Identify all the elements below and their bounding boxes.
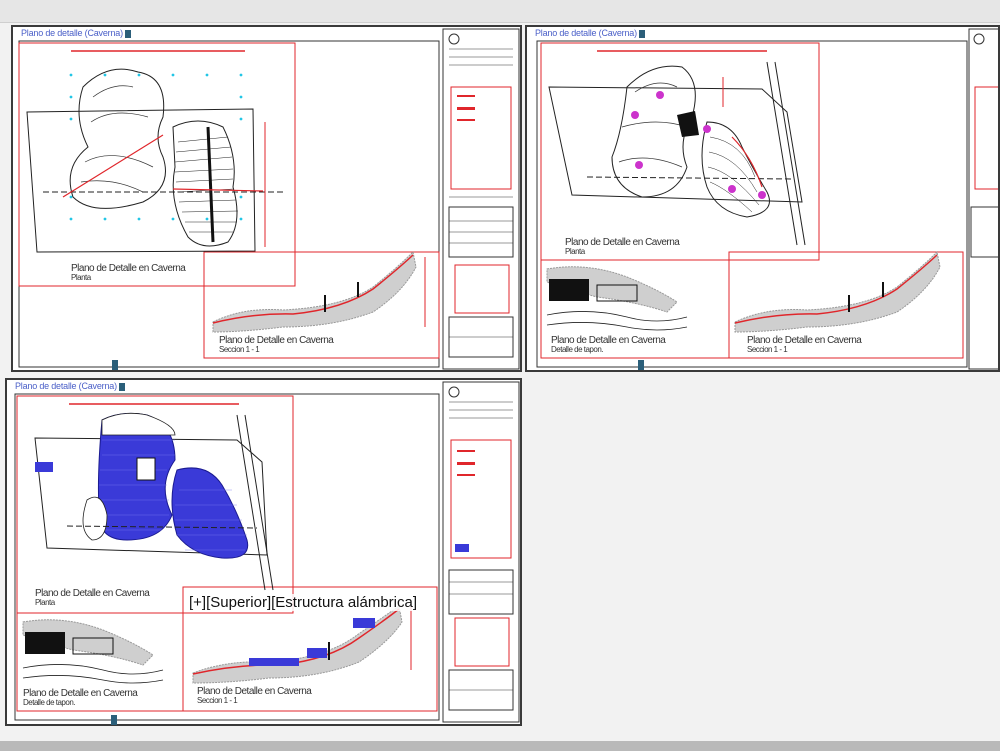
sheet-1-tab-marker bbox=[112, 360, 118, 370]
sheet-2-label: Plano de detalle (Caverna) bbox=[535, 28, 645, 38]
sheet-3-drawing bbox=[14, 381, 520, 723]
top-toolbar-strip bbox=[0, 0, 1000, 23]
bottom-status-strip bbox=[0, 741, 1000, 751]
sheet-2-tab-marker bbox=[638, 360, 644, 370]
sheet-1-label: Plano de detalle (Caverna) bbox=[21, 28, 131, 38]
sheet-1-drawing bbox=[18, 28, 520, 370]
sheet-3-label: Plano de detalle (Caverna) bbox=[15, 381, 125, 391]
layout-sheet-3[interactable]: Plano de detalle (Caverna) bbox=[5, 378, 522, 726]
sheet-2-drawing bbox=[536, 28, 998, 370]
sheet-3-tab-marker bbox=[111, 715, 117, 725]
viewport-controls-label[interactable]: [+][Superior][Estructura alámbrica] bbox=[187, 594, 420, 611]
layout-sheet-1[interactable]: Plano de detalle (Caverna) bbox=[11, 25, 522, 372]
layout-sheet-2[interactable]: Plano de detalle (Caverna) Plano bbox=[525, 25, 1000, 372]
